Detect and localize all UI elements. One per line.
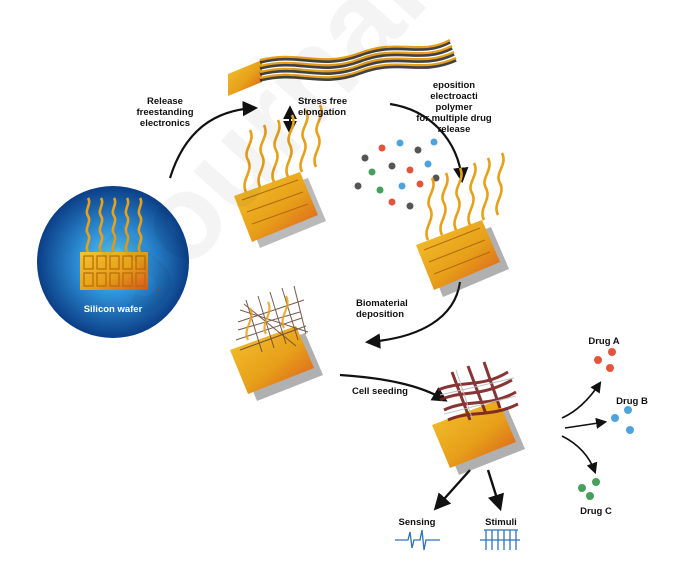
sensing-signal: [395, 529, 440, 551]
biomaterial-label: Biomaterial deposition: [356, 298, 408, 320]
sensing-arrow: [433, 469, 471, 511]
drug-a-arrow: [561, 381, 602, 419]
drug-particles: [354, 138, 440, 210]
deposition-arrow: [389, 102, 469, 184]
cell-seeding-arrow: [339, 373, 448, 402]
drug-c-arrow: [561, 435, 598, 475]
sensing-label: Sensing: [398, 517, 436, 528]
coated-device: [416, 152, 509, 297]
stimuli-arrow: [486, 469, 504, 512]
drug-b-arrow: [564, 417, 608, 429]
deposition-label: eposition electroacti polymer for multip…: [416, 80, 492, 135]
cell-seeding-label: Cell seeding: [352, 386, 408, 397]
silicon-wafer-label: Silicon wafer: [83, 304, 143, 315]
stretched-device: [228, 39, 457, 96]
drug-c-particles: [578, 478, 600, 500]
stimuli-signal: [480, 529, 520, 550]
release-arrow: [168, 100, 259, 179]
drug-a-particles: [594, 348, 616, 372]
biomaterial-arrow: [364, 281, 462, 349]
cell-seeded-device: [432, 361, 525, 475]
stimuli-label: Stimuli: [485, 517, 517, 528]
stress-free-label: Stress free elongation: [298, 96, 348, 118]
drug-a-label: Drug A: [588, 336, 620, 347]
drug-b-particles: [611, 406, 634, 434]
drug-b-label: Drug B: [616, 396, 648, 407]
release-label: Release freestanding electronics: [136, 96, 194, 129]
freestanding-device: [234, 104, 326, 248]
scaffold-device: [230, 285, 323, 401]
silicon-wafer: [37, 186, 189, 338]
drug-c-label: Drug C: [580, 506, 612, 517]
